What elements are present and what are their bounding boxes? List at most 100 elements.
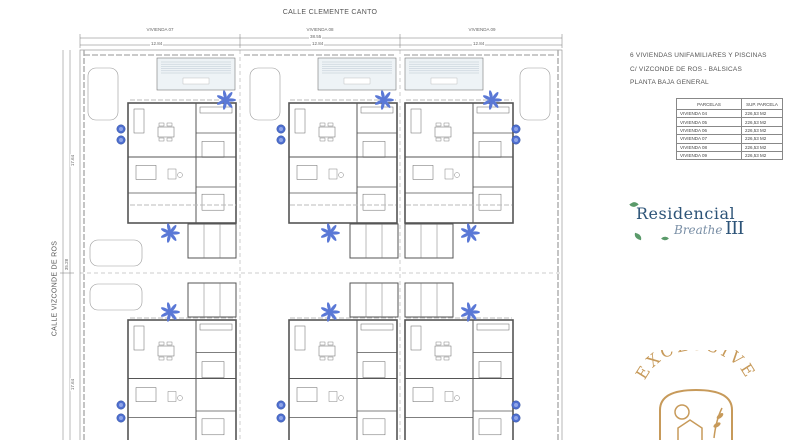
leaf-icon [633,232,643,241]
palm-frond [470,231,480,235]
palm-frond [222,90,227,101]
porch-block [404,282,454,318]
chair [443,137,450,142]
bed [362,361,386,378]
chair [166,341,173,346]
bed [478,418,502,436]
palm-frond [170,231,180,235]
shrub-highlight [514,403,518,407]
palm-frond [374,95,385,101]
parcel-area: 226,53 M2 [741,150,783,161]
chair [443,122,450,127]
bed [478,193,502,211]
pool [404,57,484,91]
bed [362,141,386,158]
palm-frond [320,228,331,234]
palm-frond [160,228,171,234]
palm-frond [329,311,337,320]
chair [319,356,326,361]
sofa [133,325,145,351]
palm-frond [160,307,171,313]
kitchen-counter [360,106,394,114]
floor-plan-drawing [60,34,563,440]
palm-frond [469,225,477,234]
palm-tree-icon [374,90,394,110]
parcel-area: 226,53 M2 [741,117,783,127]
palm-frond [482,95,493,101]
palm-frond [326,232,331,243]
parcel-name: VIVIENDA 08 [676,142,742,152]
palm-frond [222,99,227,110]
logo-numeral: III [725,218,744,239]
palm-frond [330,310,340,314]
chair [327,122,334,127]
info-line-3: PLANTA BAJA GENERAL [630,79,709,86]
porch-block [349,282,399,318]
palm-frond [482,99,493,105]
palm-frond [374,99,385,105]
chair [443,356,450,361]
dining-table [434,345,452,357]
shower [444,168,454,180]
pool-label-box [182,77,210,85]
palm-frond [469,311,477,320]
chair [435,341,442,346]
parcel-table-header-1: PARCELAS [676,98,742,110]
chair [158,341,165,346]
porch-block [349,223,399,259]
palm-frond [320,307,331,313]
shower [167,391,177,402]
palm-frond [466,223,471,234]
street-name-top: CALLE CLEMENTE CANTO [282,9,378,16]
palm-tree-icon [482,90,502,110]
chair [158,137,165,142]
chair [319,122,326,127]
palm-frond [225,99,233,108]
palm-tree-icon [320,223,340,243]
chair [327,356,334,361]
shrub-highlight [119,127,123,131]
badge-arch [659,388,733,440]
plot-boundary [79,49,563,440]
porch-block [187,223,237,259]
bed [362,193,386,211]
kitchen-counter [199,323,233,331]
palm-frond [460,307,471,313]
palm-frond [216,95,227,101]
chair [435,122,442,127]
chair [319,341,326,346]
bed [412,165,434,180]
palm-frond [169,311,177,320]
palm-tree-icon [160,302,180,322]
kitchen-counter [476,106,510,114]
parcel-name: VIVIENDA 07 [676,134,742,144]
chair [327,341,334,346]
palm-frond [469,232,477,241]
palm-frond [466,311,471,322]
logo-main-text: Residencial [636,204,736,223]
branch-icon [713,407,723,439]
parcel-table-header-2: SUP. PARCELA [741,98,783,110]
shower [328,391,338,402]
dining-table [318,126,336,138]
parcel-area: 226,53 M2 [741,125,783,136]
palm-frond [469,304,477,313]
porch-block [187,282,237,318]
pool-label-box [343,77,371,85]
dining-table [318,345,336,357]
house-label-3: VIVIENDA 09 [468,27,496,32]
bed [201,141,225,158]
dimension-height-top: 17.64 [70,153,76,168]
shrub-highlight [279,403,283,407]
dining-table [434,126,452,138]
kitchen-counter [199,106,233,114]
palm-tree-icon [320,302,340,322]
palm-frond [460,228,471,234]
palm-frond [492,98,502,102]
sofa [133,108,145,134]
toilet [338,172,344,178]
bed [201,193,225,211]
bed [201,418,225,436]
